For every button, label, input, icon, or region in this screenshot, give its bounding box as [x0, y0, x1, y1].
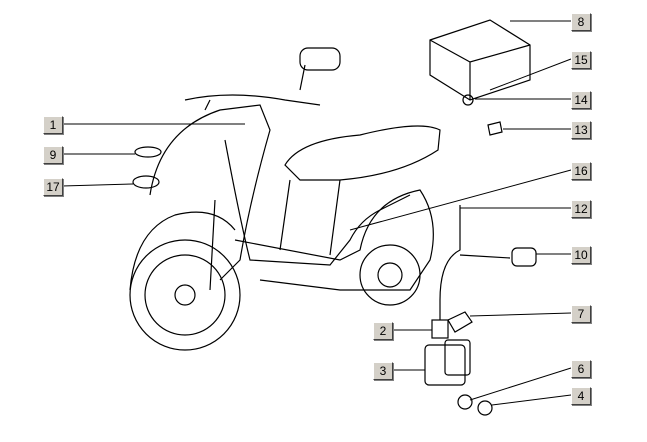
part-label-7[interactable]: 7	[571, 305, 591, 323]
part-label-8[interactable]: 8	[571, 13, 591, 31]
part-label-2[interactable]: 2	[373, 322, 393, 340]
part-label-13[interactable]: 13	[571, 121, 591, 139]
part-label-4[interactable]: 4	[571, 387, 591, 405]
part-label-9[interactable]: 9	[43, 146, 63, 164]
ignition-parts	[132, 146, 537, 416]
part-label-10[interactable]: 10	[571, 246, 591, 264]
part-label-15[interactable]: 15	[571, 51, 591, 69]
part-label-14[interactable]: 14	[571, 91, 591, 109]
part-label-3[interactable]: 3	[373, 362, 393, 380]
regulator-part	[429, 19, 531, 136]
leader-lines	[61, 20, 572, 406]
part-label-1[interactable]: 1	[43, 116, 63, 134]
part-label-17[interactable]: 17	[43, 178, 63, 196]
part-label-16[interactable]: 16	[571, 162, 591, 180]
scooter-drawing	[129, 47, 441, 351]
part-label-12[interactable]: 12	[571, 200, 591, 218]
part-label-6[interactable]: 6	[571, 360, 591, 378]
